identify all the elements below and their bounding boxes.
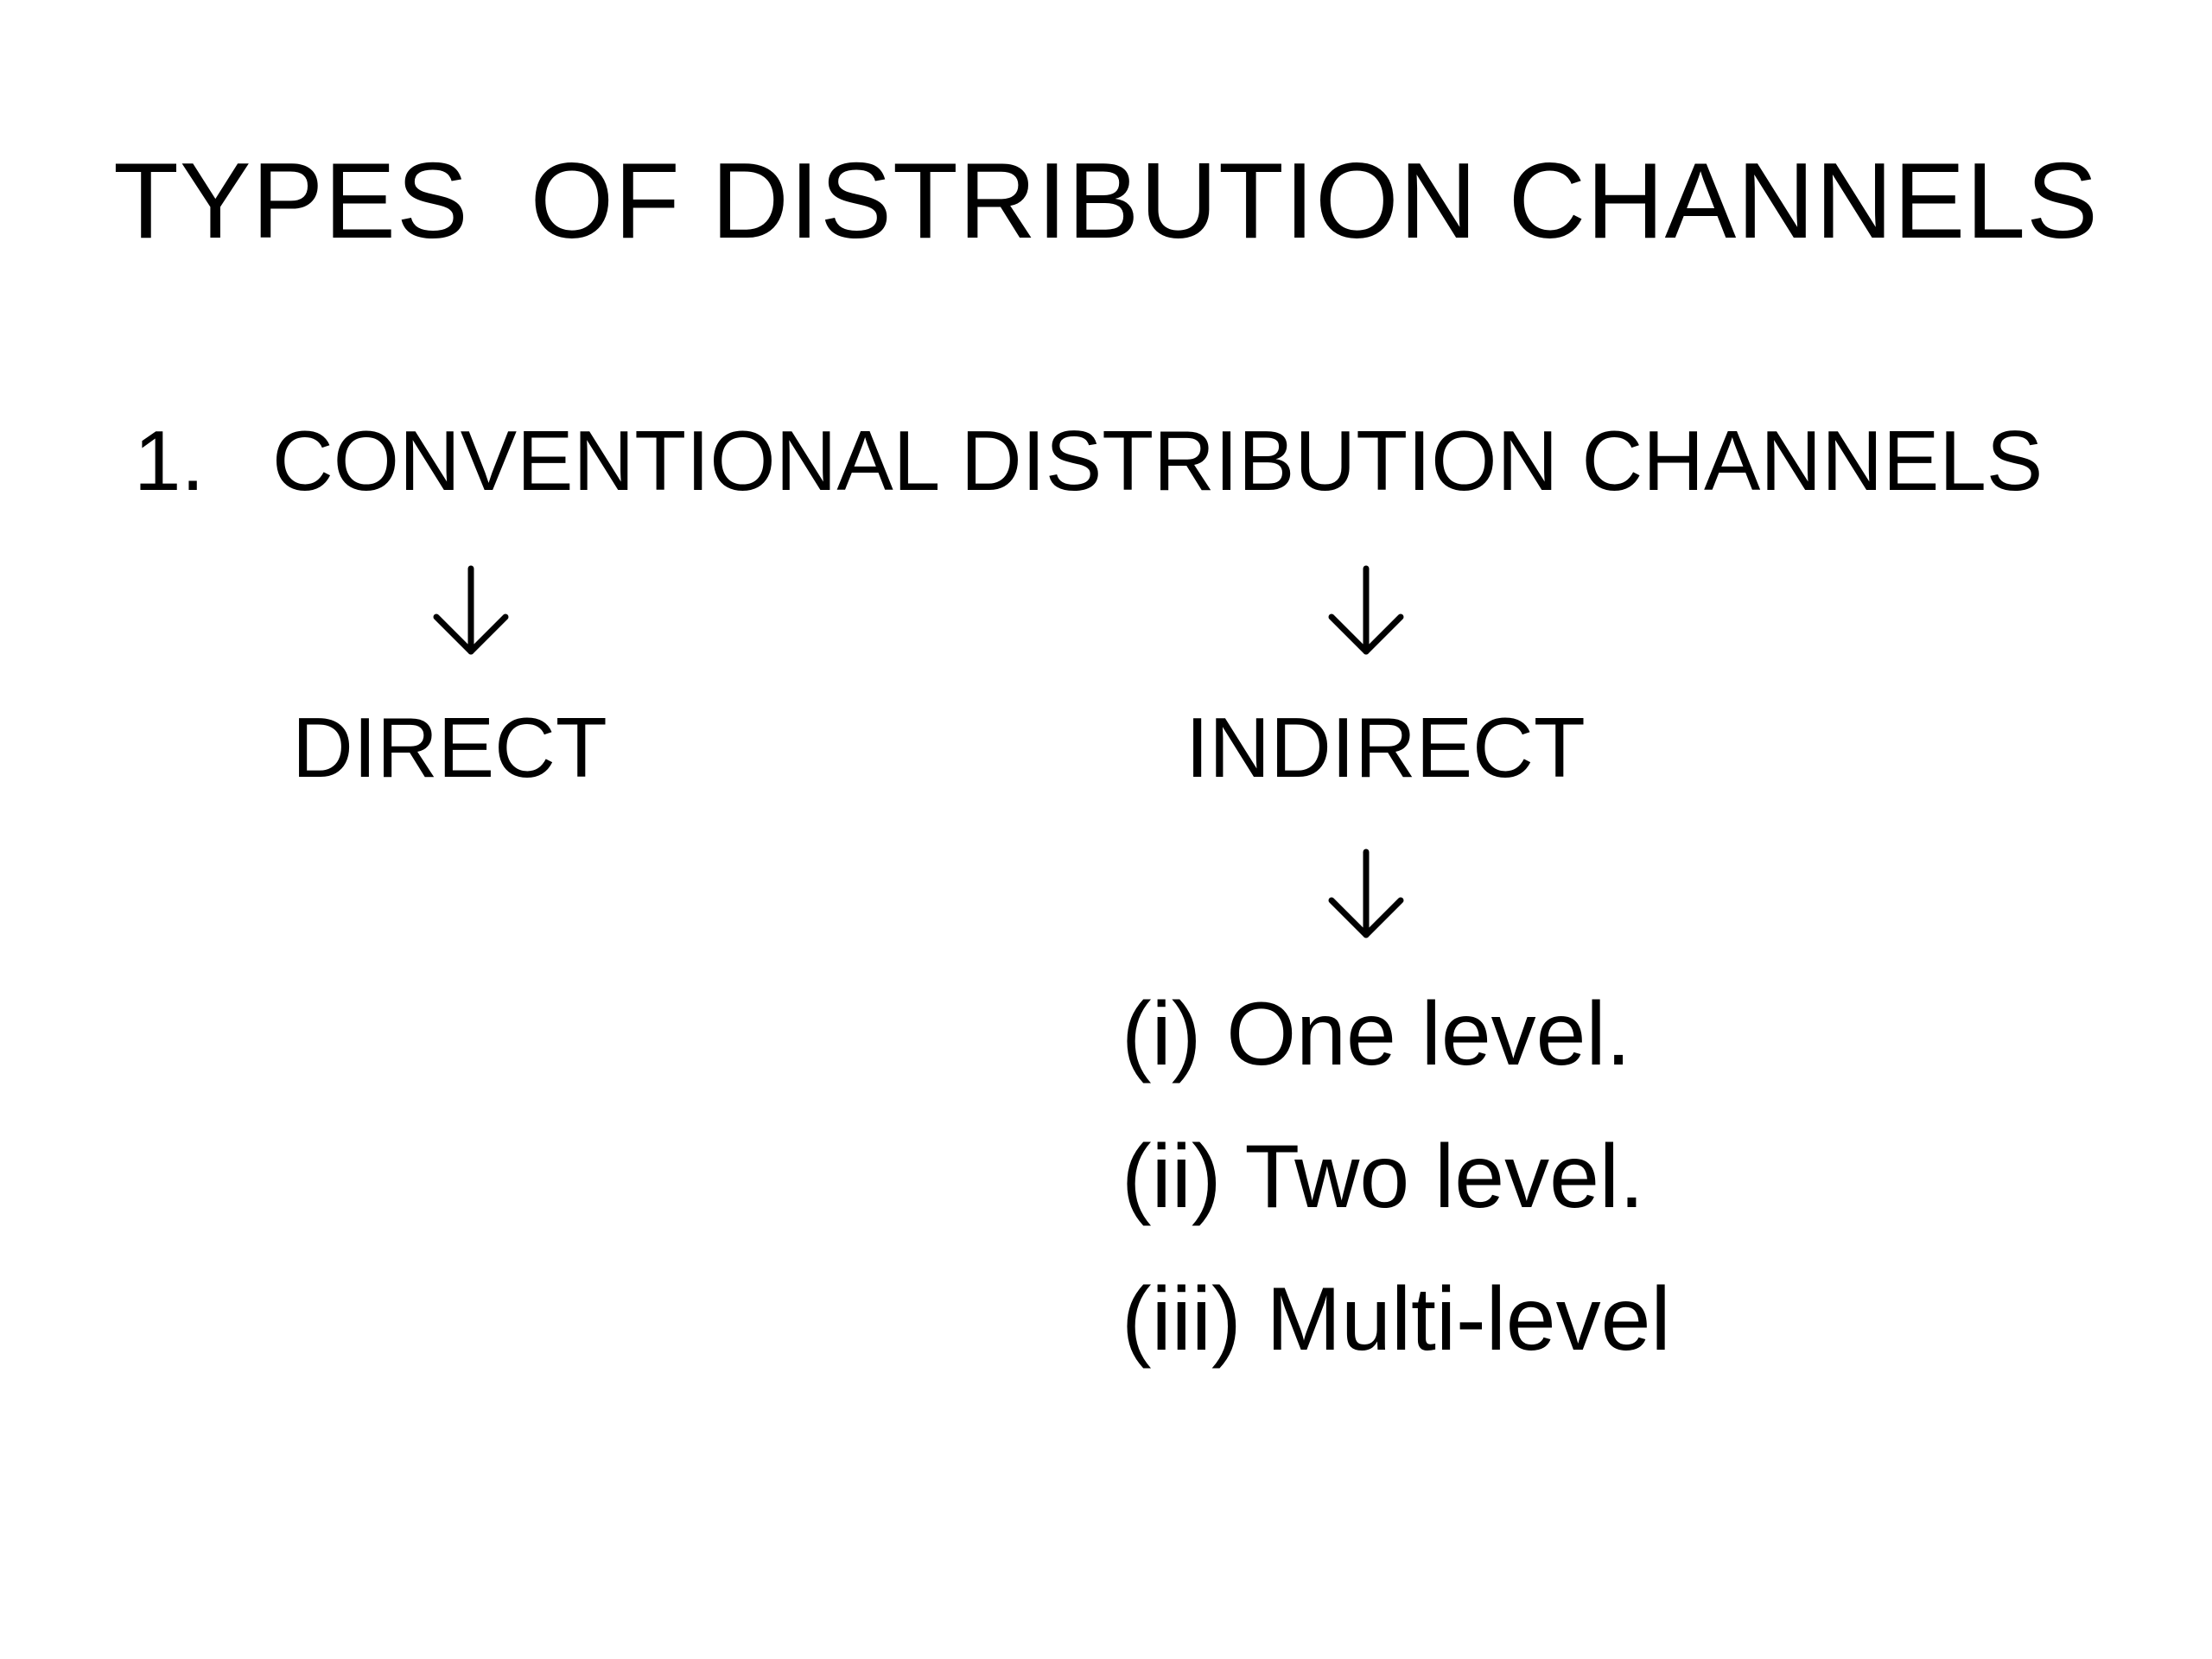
branch-indirect: INDIRECT — [1185, 700, 1586, 795]
list-item-conventional: 1. CONVENTIONAL DISTRIBUTION CHANNELS — [134, 413, 2044, 508]
down-arrow-icon — [1325, 847, 1408, 942]
down-arrow-icon — [1325, 563, 1408, 658]
down-arrow-icon — [429, 563, 512, 658]
indirect-level-one: (i) One level. — [1122, 984, 1631, 1084]
branch-direct: DIRECT — [292, 700, 607, 795]
indirect-level-multi: (iii) Multi-level — [1122, 1269, 1671, 1370]
list-item-text: CONVENTIONAL DISTRIBUTION CHANNELS — [272, 413, 2044, 508]
indirect-level-two: (ii) Two level. — [1122, 1127, 1644, 1227]
list-number: 1. — [134, 413, 205, 508]
slide-title: TYPES OF DISTRIBUTION CHANNELS — [113, 142, 2099, 261]
